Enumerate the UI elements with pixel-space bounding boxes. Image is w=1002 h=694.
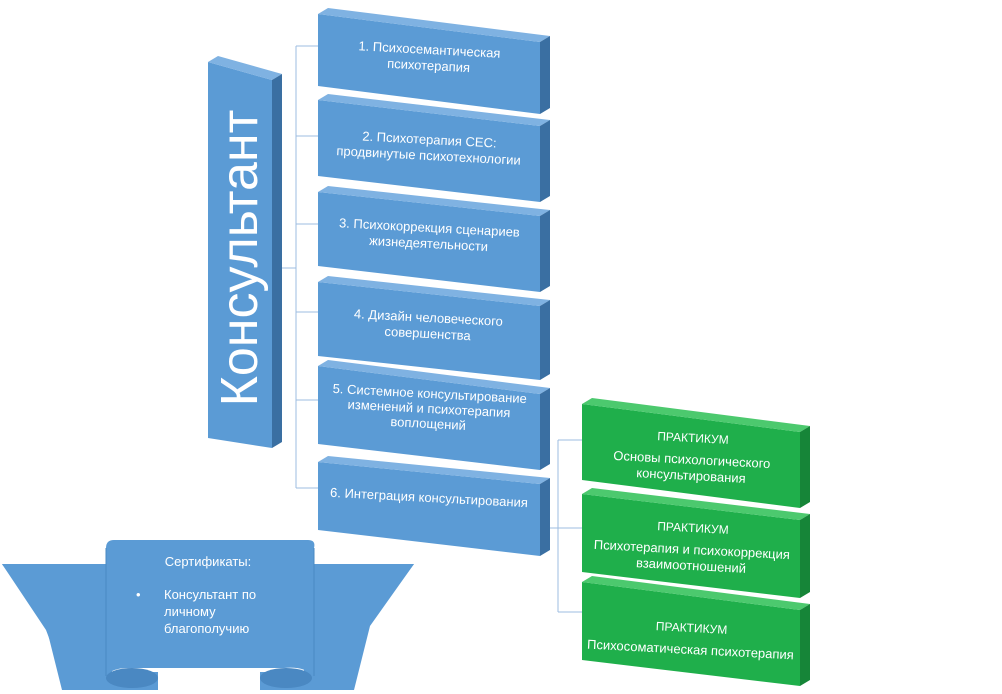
bullet-icon: •: [136, 587, 141, 602]
module-block-2: [318, 94, 550, 202]
module-block-5: [318, 360, 550, 470]
connector-lines: [272, 45, 582, 613]
root-label: Консультант: [211, 109, 269, 407]
practicum-1-text: Основы психологического консультирования: [612, 447, 771, 486]
module-block-4: [318, 276, 550, 380]
root-block: [208, 56, 282, 448]
practicum-block-1: [582, 398, 810, 508]
module-block-6: [318, 456, 550, 556]
module-block-1: [318, 8, 550, 114]
practicum-2-text: Психотерапия и психокоррекция взаимоотно…: [593, 536, 791, 576]
certificates-title: Сертификаты:: [164, 554, 252, 569]
practicum-block-3: [582, 576, 810, 686]
practicum-2-label: ПРАКТИКУМ Психотерапия и психокоррекция …: [585, 514, 800, 579]
practicum-block-2: [582, 488, 810, 598]
practicum-1-label: ПРАКТИКУМ Основы психологического консул…: [591, 425, 794, 489]
certificates-banner: [2, 540, 414, 690]
certificate-item: Консультант по личному благополучию: [164, 587, 257, 636]
module-block-3: [318, 186, 550, 292]
